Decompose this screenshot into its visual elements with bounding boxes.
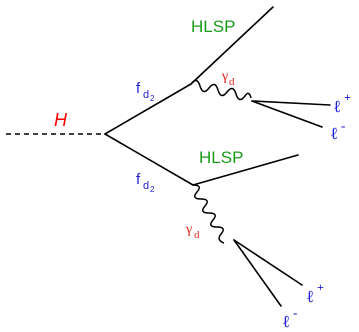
svg-text:f: f xyxy=(136,80,141,97)
lepton-plus-top-line xyxy=(251,100,331,106)
lepton-minus-bottom-label: ℓ - xyxy=(283,305,297,331)
svg-text:d: d xyxy=(229,76,235,88)
svg-text:d: d xyxy=(143,89,149,101)
dark-fermion-top-line xyxy=(104,83,192,135)
svg-text:d: d xyxy=(143,180,149,192)
lepton-plus-bottom-label: ℓ + xyxy=(307,280,324,306)
svg-text:d: d xyxy=(194,229,200,241)
hlsp-top-label: HLSP xyxy=(191,17,235,36)
svg-text:γ: γ xyxy=(185,222,192,237)
dark-photon-bottom-label: γ d xyxy=(185,222,200,241)
dark-photon-bottom-wavy xyxy=(192,184,225,244)
svg-text:γ: γ xyxy=(221,69,228,84)
svg-text:f: f xyxy=(136,171,141,188)
dark-fermion-bottom-label: f d 2 xyxy=(136,171,155,194)
svg-text:ℓ: ℓ xyxy=(283,312,290,331)
higgs-label: H xyxy=(54,110,68,130)
hlsp-top-line xyxy=(190,6,274,85)
dark-fermion-top-label: f d 2 xyxy=(136,80,155,103)
lepton-minus-top-label: ℓ - xyxy=(331,118,345,143)
svg-text:ℓ: ℓ xyxy=(331,124,338,143)
svg-text:ℓ: ℓ xyxy=(307,287,314,306)
dark-photon-top-label: γ d xyxy=(221,69,235,88)
svg-text:2: 2 xyxy=(150,94,155,103)
lepton-minus-top-line xyxy=(251,100,323,128)
svg-text:ℓ: ℓ xyxy=(334,97,341,116)
svg-text:-: - xyxy=(341,118,345,133)
svg-text:+: + xyxy=(344,90,351,104)
dark-photon-top-wavy xyxy=(190,79,252,101)
hlsp-bottom-label: HLSP xyxy=(199,148,243,167)
lepton-plus-top-label: ℓ + xyxy=(334,90,351,116)
svg-text:2: 2 xyxy=(150,185,155,194)
dark-fermion-bottom-line xyxy=(104,133,194,186)
svg-text:+: + xyxy=(317,280,324,294)
hlsp-bottom-line xyxy=(192,154,299,186)
lepton-plus-bottom-line xyxy=(233,239,303,286)
lepton-minus-bottom-line xyxy=(233,239,282,307)
svg-text:-: - xyxy=(293,305,297,320)
